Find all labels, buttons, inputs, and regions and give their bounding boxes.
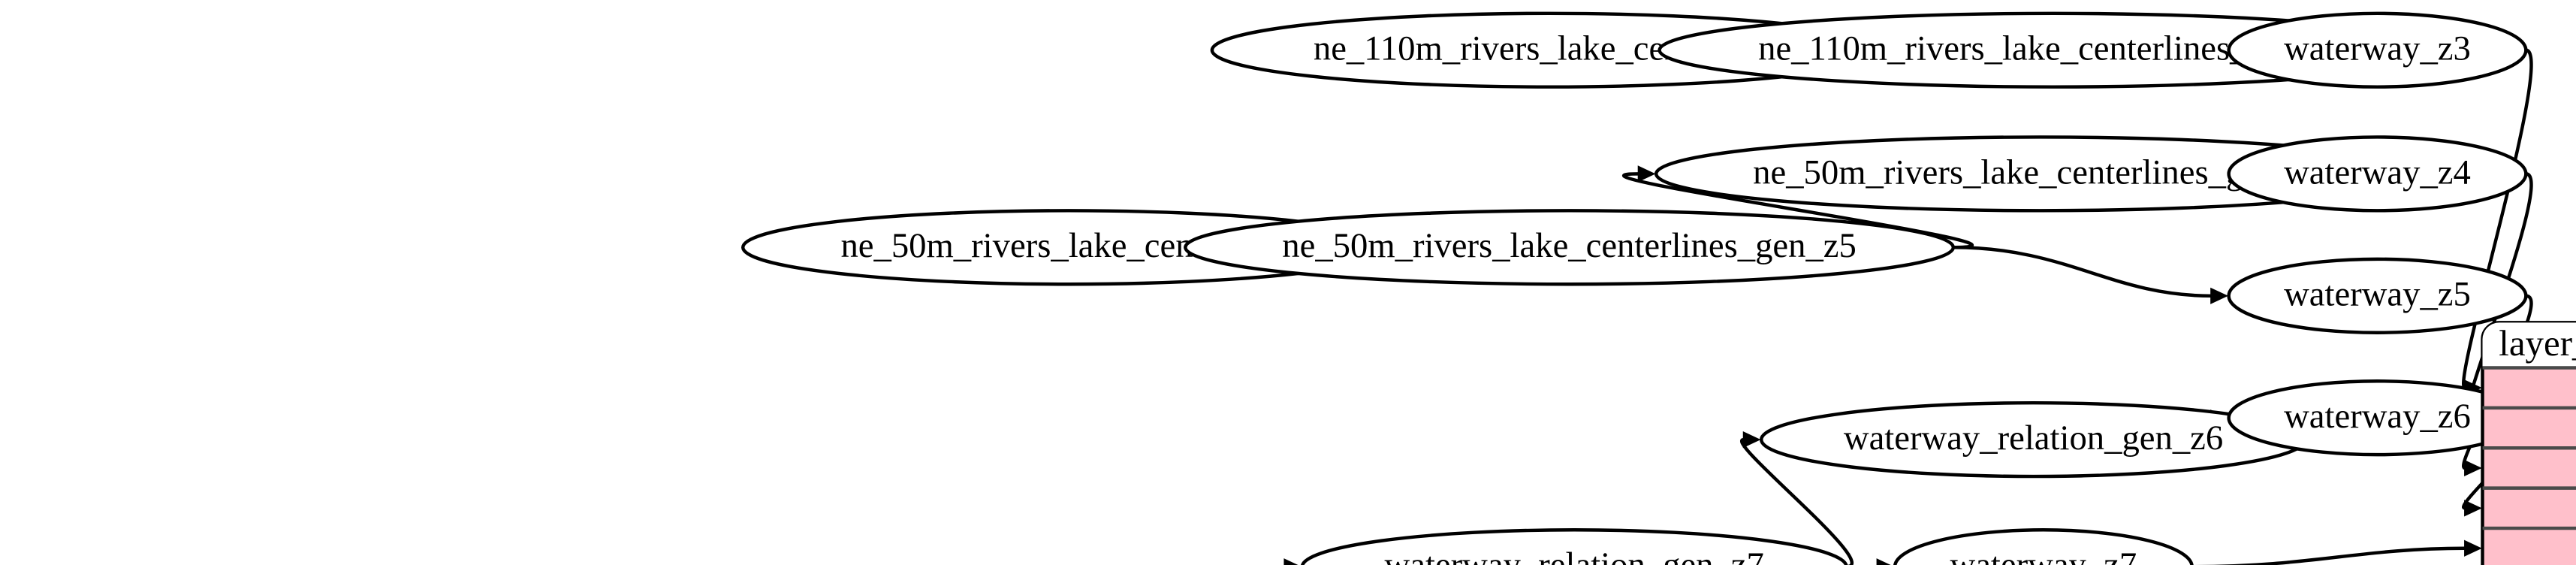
node-ellipse-waterway_z7[interactable] <box>1893 528 2194 565</box>
node-ellipse-waterway_z5[interactable] <box>2227 257 2528 334</box>
edge-arrowhead <box>2464 539 2482 557</box>
node-ellipse-waterway_relation_gen_z7[interactable] <box>1301 528 1848 565</box>
edge-arrowhead <box>1283 558 1299 565</box>
edge-arrowhead <box>1742 431 1761 449</box>
node-waterway_z3[interactable]: waterway_z3 <box>2227 11 2528 89</box>
node-ellipse-ne_50m_rivers_lake_centerlines_gen_z5[interactable] <box>1184 209 1956 286</box>
record-node-layer: layer_waterwayz3z4z5z6z7z8z9z10z11z12z13… <box>2481 321 2576 565</box>
edge-arrowhead <box>2210 287 2228 304</box>
node-waterway_z4[interactable]: waterway_z4 <box>2227 135 2528 213</box>
edge-arrowhead <box>1876 558 1891 565</box>
edge-waterway_z3-to-layer_waterway-z3 <box>2462 48 2533 390</box>
node-ellipse-waterway_relation_gen_z6[interactable] <box>1759 400 2308 479</box>
node-waterway_relation_gen_z7[interactable]: waterway_relation_gen_z7 <box>1301 528 1848 565</box>
edge-arrowhead <box>2464 459 2482 477</box>
edge-waterway_z7-to-layer_waterway-z7 <box>2191 546 2466 565</box>
record-title-band <box>2482 322 2576 368</box>
node-waterway_relation_gen_z6[interactable]: waterway_relation_gen_z6 <box>1759 400 2308 479</box>
edge-arrowhead <box>1637 165 1656 183</box>
edge-arrowhead <box>2464 500 2482 517</box>
node-ellipse-waterway_z3[interactable] <box>2227 11 2528 89</box>
edge-ne_50m_rivers_lake_centerlines_gen_z5-to-ne_50m_rivers_lake_centerlines_gen_z4 <box>1621 172 1974 249</box>
edge-ne_50m_rivers_lake_centerlines_gen_z5-to-waterway_z5 <box>1953 246 2212 298</box>
node-waterway_z5[interactable]: waterway_z5 <box>2227 257 2528 334</box>
edges-layer <box>1166 41 2533 565</box>
node-ne_50m_rivers_lake_centerlines_gen_z5[interactable]: ne_50m_rivers_lake_centerlines_gen_z5 <box>1184 209 1956 286</box>
node-ellipse-waterway_z4[interactable] <box>2227 135 2528 213</box>
node-waterway_z7[interactable]: waterway_z7 <box>1893 528 2194 565</box>
